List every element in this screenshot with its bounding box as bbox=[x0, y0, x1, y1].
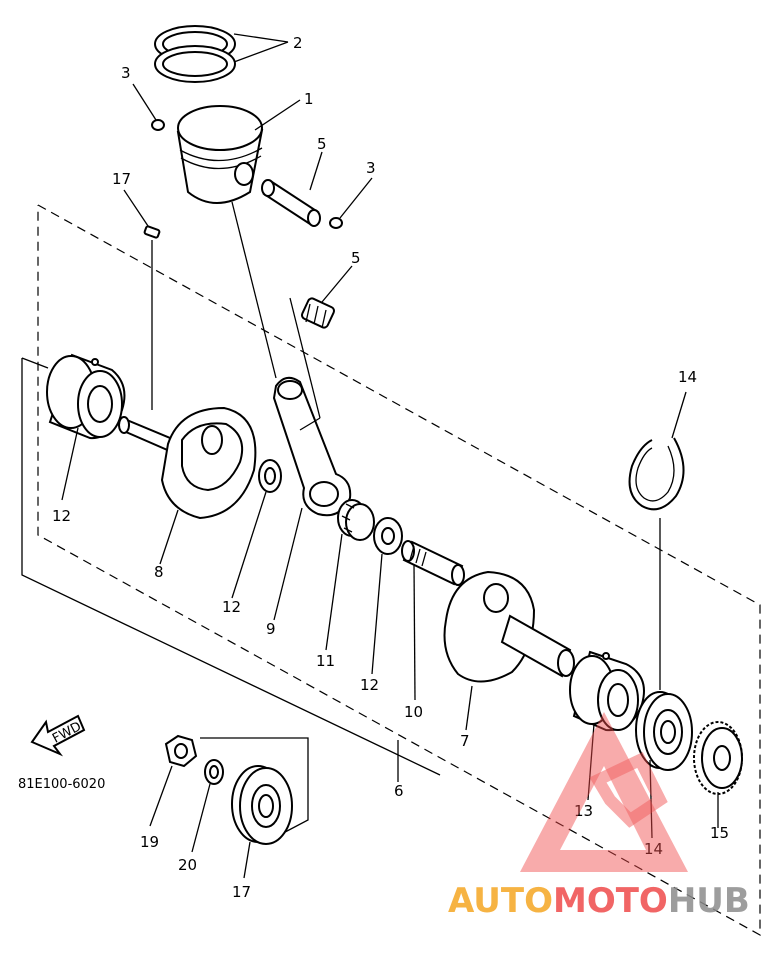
piston-rings bbox=[154, 25, 236, 83]
thrust-washer-right bbox=[373, 517, 403, 555]
callout-6: 6 bbox=[394, 782, 404, 800]
callout-14: 14 bbox=[644, 840, 663, 858]
forward-arrow-icon: FWD bbox=[30, 714, 86, 757]
callout-3-right: 3 bbox=[366, 159, 376, 177]
callout-1: 1 bbox=[304, 90, 314, 108]
callout-16: 14 bbox=[678, 368, 697, 386]
crankshaft-left-half bbox=[118, 406, 257, 520]
callout-13-left: 12 bbox=[52, 507, 71, 525]
circlip-right bbox=[329, 217, 343, 229]
oil-seal-left bbox=[231, 765, 293, 845]
callout-15: 15 bbox=[710, 824, 729, 842]
piston bbox=[176, 105, 264, 204]
washer bbox=[204, 759, 224, 785]
assembly-outline bbox=[21, 204, 761, 937]
oil-seal-right bbox=[635, 691, 693, 771]
callout-12-left: 12 bbox=[222, 598, 241, 616]
callout-4: 5 bbox=[317, 135, 327, 153]
callout-11: 11 bbox=[316, 652, 335, 670]
big-end-bearing bbox=[337, 499, 375, 541]
callout-17: 17 bbox=[232, 883, 251, 901]
watermark-logo: AUTOMOTOHUB bbox=[448, 712, 750, 921]
callout-18: 17 bbox=[112, 170, 131, 188]
connecting-rod bbox=[272, 376, 352, 517]
crankshaft-right-half bbox=[443, 570, 575, 683]
small-end-bearing bbox=[300, 297, 336, 329]
svg-text:AUTOMOTOHUB: AUTOMOTOHUB bbox=[448, 881, 750, 921]
callout-13-right: 13 bbox=[574, 802, 593, 820]
callout-7: 7 bbox=[460, 732, 470, 750]
crank-pin bbox=[401, 540, 465, 586]
leader-lines bbox=[61, 33, 719, 879]
watermark-hub: HUB bbox=[668, 881, 750, 921]
callout-3-left: 3 bbox=[121, 64, 131, 82]
watermark-moto: MOTO bbox=[553, 881, 668, 921]
piston-pin bbox=[261, 179, 321, 227]
watermark-auto: AUTO bbox=[448, 881, 553, 921]
callout-10: 10 bbox=[404, 703, 423, 721]
callout-5: 5 bbox=[351, 249, 361, 267]
bearing-left bbox=[46, 353, 126, 440]
callout-20: 20 bbox=[178, 856, 197, 874]
circlip-ring bbox=[628, 437, 685, 511]
woodruff-key bbox=[143, 225, 161, 239]
callout-12-right: 12 bbox=[360, 676, 379, 694]
drive-gear bbox=[693, 721, 743, 795]
callout-2: 2 bbox=[293, 34, 303, 52]
circlip-left bbox=[151, 119, 165, 131]
callout-9: 9 bbox=[266, 620, 276, 638]
callout-8: 8 bbox=[154, 563, 164, 581]
callout-labels: 2 3 1 5 3 17 5 14 12 8 12 9 11 12 10 7 6… bbox=[18, 34, 729, 901]
bearing-right bbox=[569, 650, 645, 732]
callout-19: 19 bbox=[140, 833, 159, 851]
thrust-washer-left bbox=[258, 459, 282, 493]
nut bbox=[164, 734, 198, 768]
part-code: 81E100-6020 bbox=[18, 777, 105, 792]
